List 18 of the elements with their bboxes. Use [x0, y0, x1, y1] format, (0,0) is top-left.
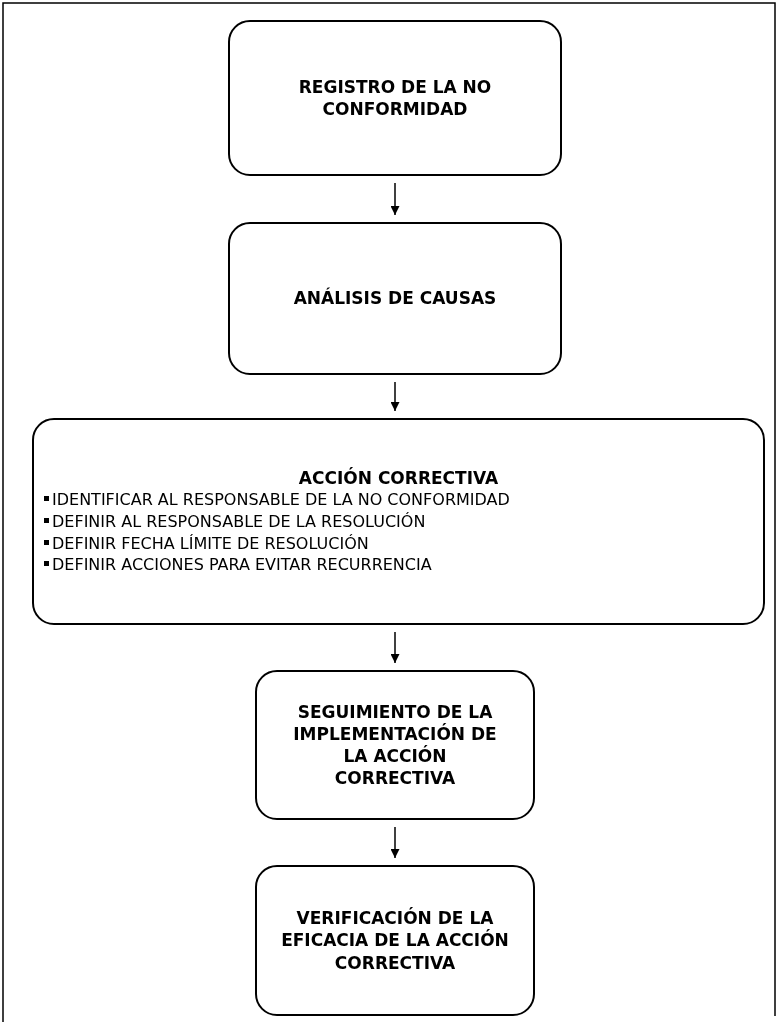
arrow — [390, 381, 400, 412]
process-box — [228, 222, 562, 375]
box-title: SEGUIMIENTO DE LA IMPLEMENTACIÓN DE LA ACCIÓN CORRECTIVA — [292, 700, 498, 790]
bullet-item: IDENTIFICAR AL RESPONSABLE DE LA NO CONFORMIDAD — [44, 489, 763, 511]
box-title: ANÁLISIS DE CAUSAS — [292, 287, 498, 310]
arrow — [390, 826, 400, 859]
box-title: REGISTRO DE LA NO CONFORMIDAD — [297, 75, 493, 121]
box-title: VERIFICACIÓN DE LA EFICACIA DE LA ACCIÓN CORRECTIVA — [280, 907, 510, 974]
arrow — [390, 631, 400, 664]
process-box — [255, 670, 535, 820]
process-box — [228, 20, 562, 176]
bullet-item: DEFINIR ACCIONES PARA EVITAR RECURRENCIA — [44, 554, 763, 576]
process-box — [255, 865, 535, 1016]
arrow — [390, 182, 400, 216]
box-title: ACCIÓN CORRECTIVA — [297, 467, 500, 490]
bullet-item: DEFINIR FECHA LÍMITE DE RESOLUCIÓN — [44, 532, 763, 555]
bullet-item: DEFINIR AL RESPONSABLE DE LA RESOLUCIÓN — [44, 510, 763, 533]
process-box-with-list — [32, 418, 765, 625]
